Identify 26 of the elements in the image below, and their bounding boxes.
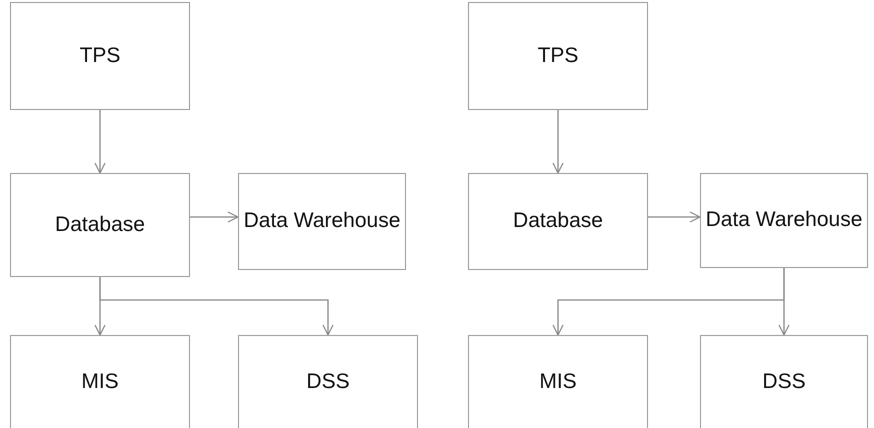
process-box (238, 173, 406, 270)
process-box (10, 335, 190, 428)
process-box (10, 173, 190, 277)
process-box (700, 173, 868, 268)
box-label: MIS (539, 370, 577, 394)
process-box (468, 173, 648, 270)
arrow (778, 268, 790, 336)
arrow (94, 110, 106, 174)
process-box (468, 335, 648, 428)
process-box (468, 2, 648, 110)
arrow (552, 110, 564, 174)
box-label: Data Warehouse (244, 209, 400, 234)
arrow (190, 211, 239, 223)
arrow (648, 211, 701, 223)
box-label: Database (55, 212, 145, 238)
box-label: DSS (306, 370, 350, 394)
process-box (700, 335, 868, 428)
box-label: TPS (538, 44, 578, 68)
process-box (10, 2, 190, 110)
arrow (99, 277, 334, 336)
process-box (238, 335, 418, 428)
box-label: DSS (762, 370, 806, 394)
box-label: MIS (81, 370, 119, 394)
box-label: Database (513, 209, 603, 234)
box-label: TPS (80, 44, 120, 68)
box-label: Data Warehouse (706, 208, 862, 233)
